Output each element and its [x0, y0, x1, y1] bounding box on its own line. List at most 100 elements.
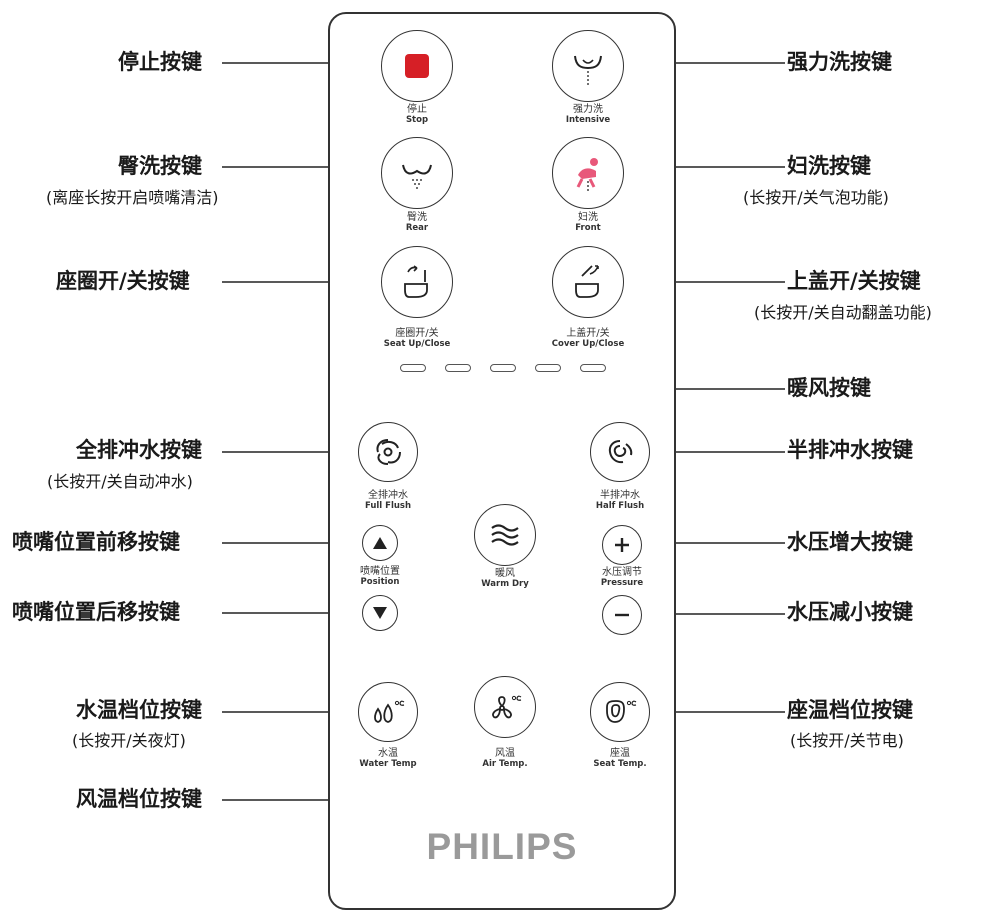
- pressure-label-en: Pressure: [600, 577, 644, 588]
- minus-icon: [615, 613, 629, 617]
- warm-dry-label-en: Warm Dry: [481, 578, 529, 589]
- intensive-wash-icon: [574, 55, 602, 85]
- front-wash-button[interactable]: [552, 137, 624, 209]
- indicator-light: [400, 364, 426, 372]
- callout-air-temp: 风温档位按键: [76, 787, 202, 811]
- water-temp-caption: 水温 Water Temp: [328, 748, 448, 769]
- half-flush-caption: 半排冲水 Half Flush: [560, 490, 680, 511]
- triangle-down-icon: [373, 607, 387, 619]
- warm-dry-button[interactable]: [474, 504, 536, 566]
- seat-caption: 座圈开/关 Seat Up/Close: [357, 328, 477, 349]
- pressure-label-zh: 水压调节: [602, 567, 642, 578]
- callout-stop: 停止按键: [118, 50, 202, 74]
- indicator-light: [580, 364, 606, 372]
- seat-temp-icon: [606, 700, 637, 723]
- stop-square-icon: [405, 54, 429, 78]
- stop-label-zh: 停止: [407, 104, 427, 115]
- seat-temp-label-en: Seat Temp.: [593, 758, 647, 769]
- indicator-light: [490, 364, 516, 372]
- brand-logo: PHILIPS: [426, 826, 578, 867]
- callout-pressure-up: 水压增大按键: [787, 530, 913, 554]
- stop-label-en: Stop: [405, 114, 429, 125]
- air-temp-button[interactable]: [474, 676, 536, 738]
- callout-seat-temp-note: (长按开/关节电): [790, 731, 904, 750]
- seat-lift-icon: [404, 265, 428, 298]
- full-flush-caption: 全排冲水 Full Flush: [328, 490, 448, 511]
- full-flush-button[interactable]: [358, 422, 418, 482]
- half-flush-button[interactable]: [590, 422, 650, 482]
- air-temp-label-en: Air Temp.: [482, 758, 528, 769]
- full-flush-label-en: Full Flush: [364, 500, 412, 511]
- intensive-caption: 强力洗 Intensive: [528, 104, 648, 125]
- warm-air-waves-icon: [491, 524, 519, 546]
- callout-rear-note: (离座长按开启喷嘴清洁): [46, 188, 219, 207]
- callout-front: 妇洗按键: [787, 154, 871, 178]
- callout-warm-dry: 暖风按键: [787, 376, 871, 400]
- triangle-up-icon: [373, 537, 387, 549]
- cover-label-zh: 上盖开/关: [566, 328, 610, 339]
- cover-lift-button[interactable]: [552, 246, 624, 318]
- front-caption: 妇洗 Front: [528, 212, 648, 233]
- rear-wash-icon: [402, 164, 432, 189]
- nozzle-back-button[interactable]: [362, 595, 398, 631]
- indicator-light: [445, 364, 471, 372]
- callout-nozzle-back: 喷嘴位置后移按键: [12, 600, 180, 624]
- rear-label-zh: 臀洗: [407, 212, 427, 223]
- callout-cover-note: (长按开/关自动翻盖功能): [754, 303, 932, 322]
- cover-caption: 上盖开/关 Cover Up/Close: [528, 328, 648, 349]
- callout-full-flush: 全排冲水按键: [76, 438, 202, 462]
- water-temp-label-en: Water Temp: [359, 758, 417, 769]
- half-flush-swirl-icon: [608, 440, 633, 464]
- callout-half-flush: 半排冲水按键: [787, 438, 913, 462]
- callout-water-temp-note: (长按开/关夜灯): [72, 731, 186, 750]
- callout-full-flush-note: (长按开/关自动冲水): [47, 472, 193, 491]
- stop-caption: 停止 Stop: [357, 104, 477, 125]
- intensive-label-zh: 强力洗: [573, 104, 603, 115]
- callout-pressure-down: 水压减小按键: [787, 600, 913, 624]
- rear-caption: 臀洗 Rear: [357, 212, 477, 233]
- full-flush-swirl-icon: [376, 439, 401, 465]
- callout-water-temp: 水温档位按键: [76, 698, 202, 722]
- pressure-caption: 水压调节 Pressure: [562, 567, 682, 588]
- warm-dry-label-zh: 暖风: [495, 568, 515, 579]
- stop-button[interactable]: [381, 30, 453, 102]
- seat-temp-button[interactable]: [590, 682, 650, 742]
- front-label-en: Front: [575, 222, 601, 233]
- callout-seat-temp: 座温档位按键: [787, 698, 913, 722]
- intensive-label-en: Intensive: [565, 114, 611, 125]
- half-flush-label-en: Half Flush: [595, 500, 645, 511]
- callout-cover: 上盖开/关按键: [787, 269, 921, 293]
- callout-rear: 臀洗按键: [118, 154, 202, 178]
- callout-intensive: 强力洗按键: [787, 50, 892, 74]
- callout-nozzle-forward: 喷嘴位置前移按键: [12, 530, 180, 554]
- half-flush-label-zh: 半排冲水: [600, 490, 640, 501]
- front-wash-icon: [576, 158, 598, 191]
- callout-seat: 座圈开/关按键: [56, 269, 190, 293]
- seat-temp-label-zh: 座温: [610, 748, 630, 759]
- cover-lift-icon: [575, 265, 599, 298]
- fan-temp-icon: [492, 695, 522, 719]
- position-label-en: Position: [360, 576, 400, 587]
- position-caption: 喷嘴位置 Position: [320, 566, 440, 587]
- water-temp-label-zh: 水温: [378, 748, 398, 759]
- front-label-zh: 妇洗: [578, 212, 598, 223]
- nozzle-forward-button[interactable]: [362, 525, 398, 561]
- rear-label-en: Rear: [405, 222, 429, 233]
- seat-temp-caption: 座温 Seat Temp.: [560, 748, 680, 769]
- air-temp-caption: 风温 Air Temp.: [445, 748, 565, 769]
- pressure-decrease-button[interactable]: [602, 595, 642, 635]
- plus-icon: [615, 538, 629, 552]
- intensive-wash-button[interactable]: [552, 30, 624, 102]
- callout-front-note: (长按开/关气泡功能): [743, 188, 889, 207]
- rear-wash-button[interactable]: [381, 137, 453, 209]
- seat-label-zh: 座圈开/关: [395, 328, 439, 339]
- warm-dry-caption: 暖风 Warm Dry: [445, 568, 565, 589]
- water-temp-button[interactable]: [358, 682, 418, 742]
- air-temp-label-zh: 风温: [495, 748, 515, 759]
- seat-label-en: Seat Up/Close: [383, 338, 451, 349]
- position-label-zh: 喷嘴位置: [360, 566, 400, 577]
- seat-lift-button[interactable]: [381, 246, 453, 318]
- water-drops-temp-icon: [374, 700, 405, 723]
- cover-label-en: Cover Up/Close: [551, 338, 625, 349]
- pressure-increase-button[interactable]: [602, 525, 642, 565]
